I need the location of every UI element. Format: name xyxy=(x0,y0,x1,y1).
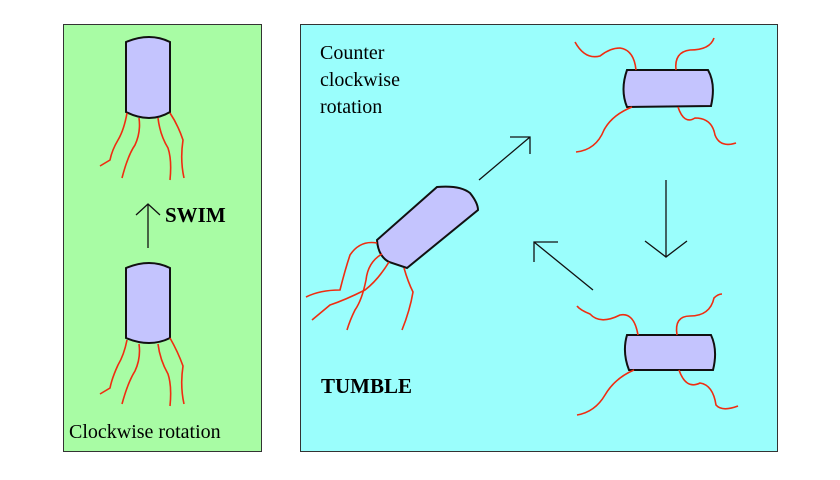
bacterium-swim-top xyxy=(99,36,185,181)
arrow-up-left-icon xyxy=(533,241,594,291)
counter-clockwise-rotation-caption: Counter clockwise rotation xyxy=(320,42,400,118)
bacterium-swim-bottom xyxy=(99,262,185,407)
bacterium-tumble-bottom xyxy=(576,293,739,416)
swim-label: SWIM xyxy=(165,203,226,227)
arrow-up-right-icon xyxy=(478,136,531,181)
tumble-label: TUMBLE xyxy=(321,374,413,398)
arrow-up-icon xyxy=(135,203,161,248)
clockwise-rotation-caption: Clockwise rotation xyxy=(69,421,221,443)
bacterium-tumble-top xyxy=(574,37,737,153)
arrow-down-icon xyxy=(644,180,688,258)
bacterium-tumble-diagonal xyxy=(305,185,480,331)
